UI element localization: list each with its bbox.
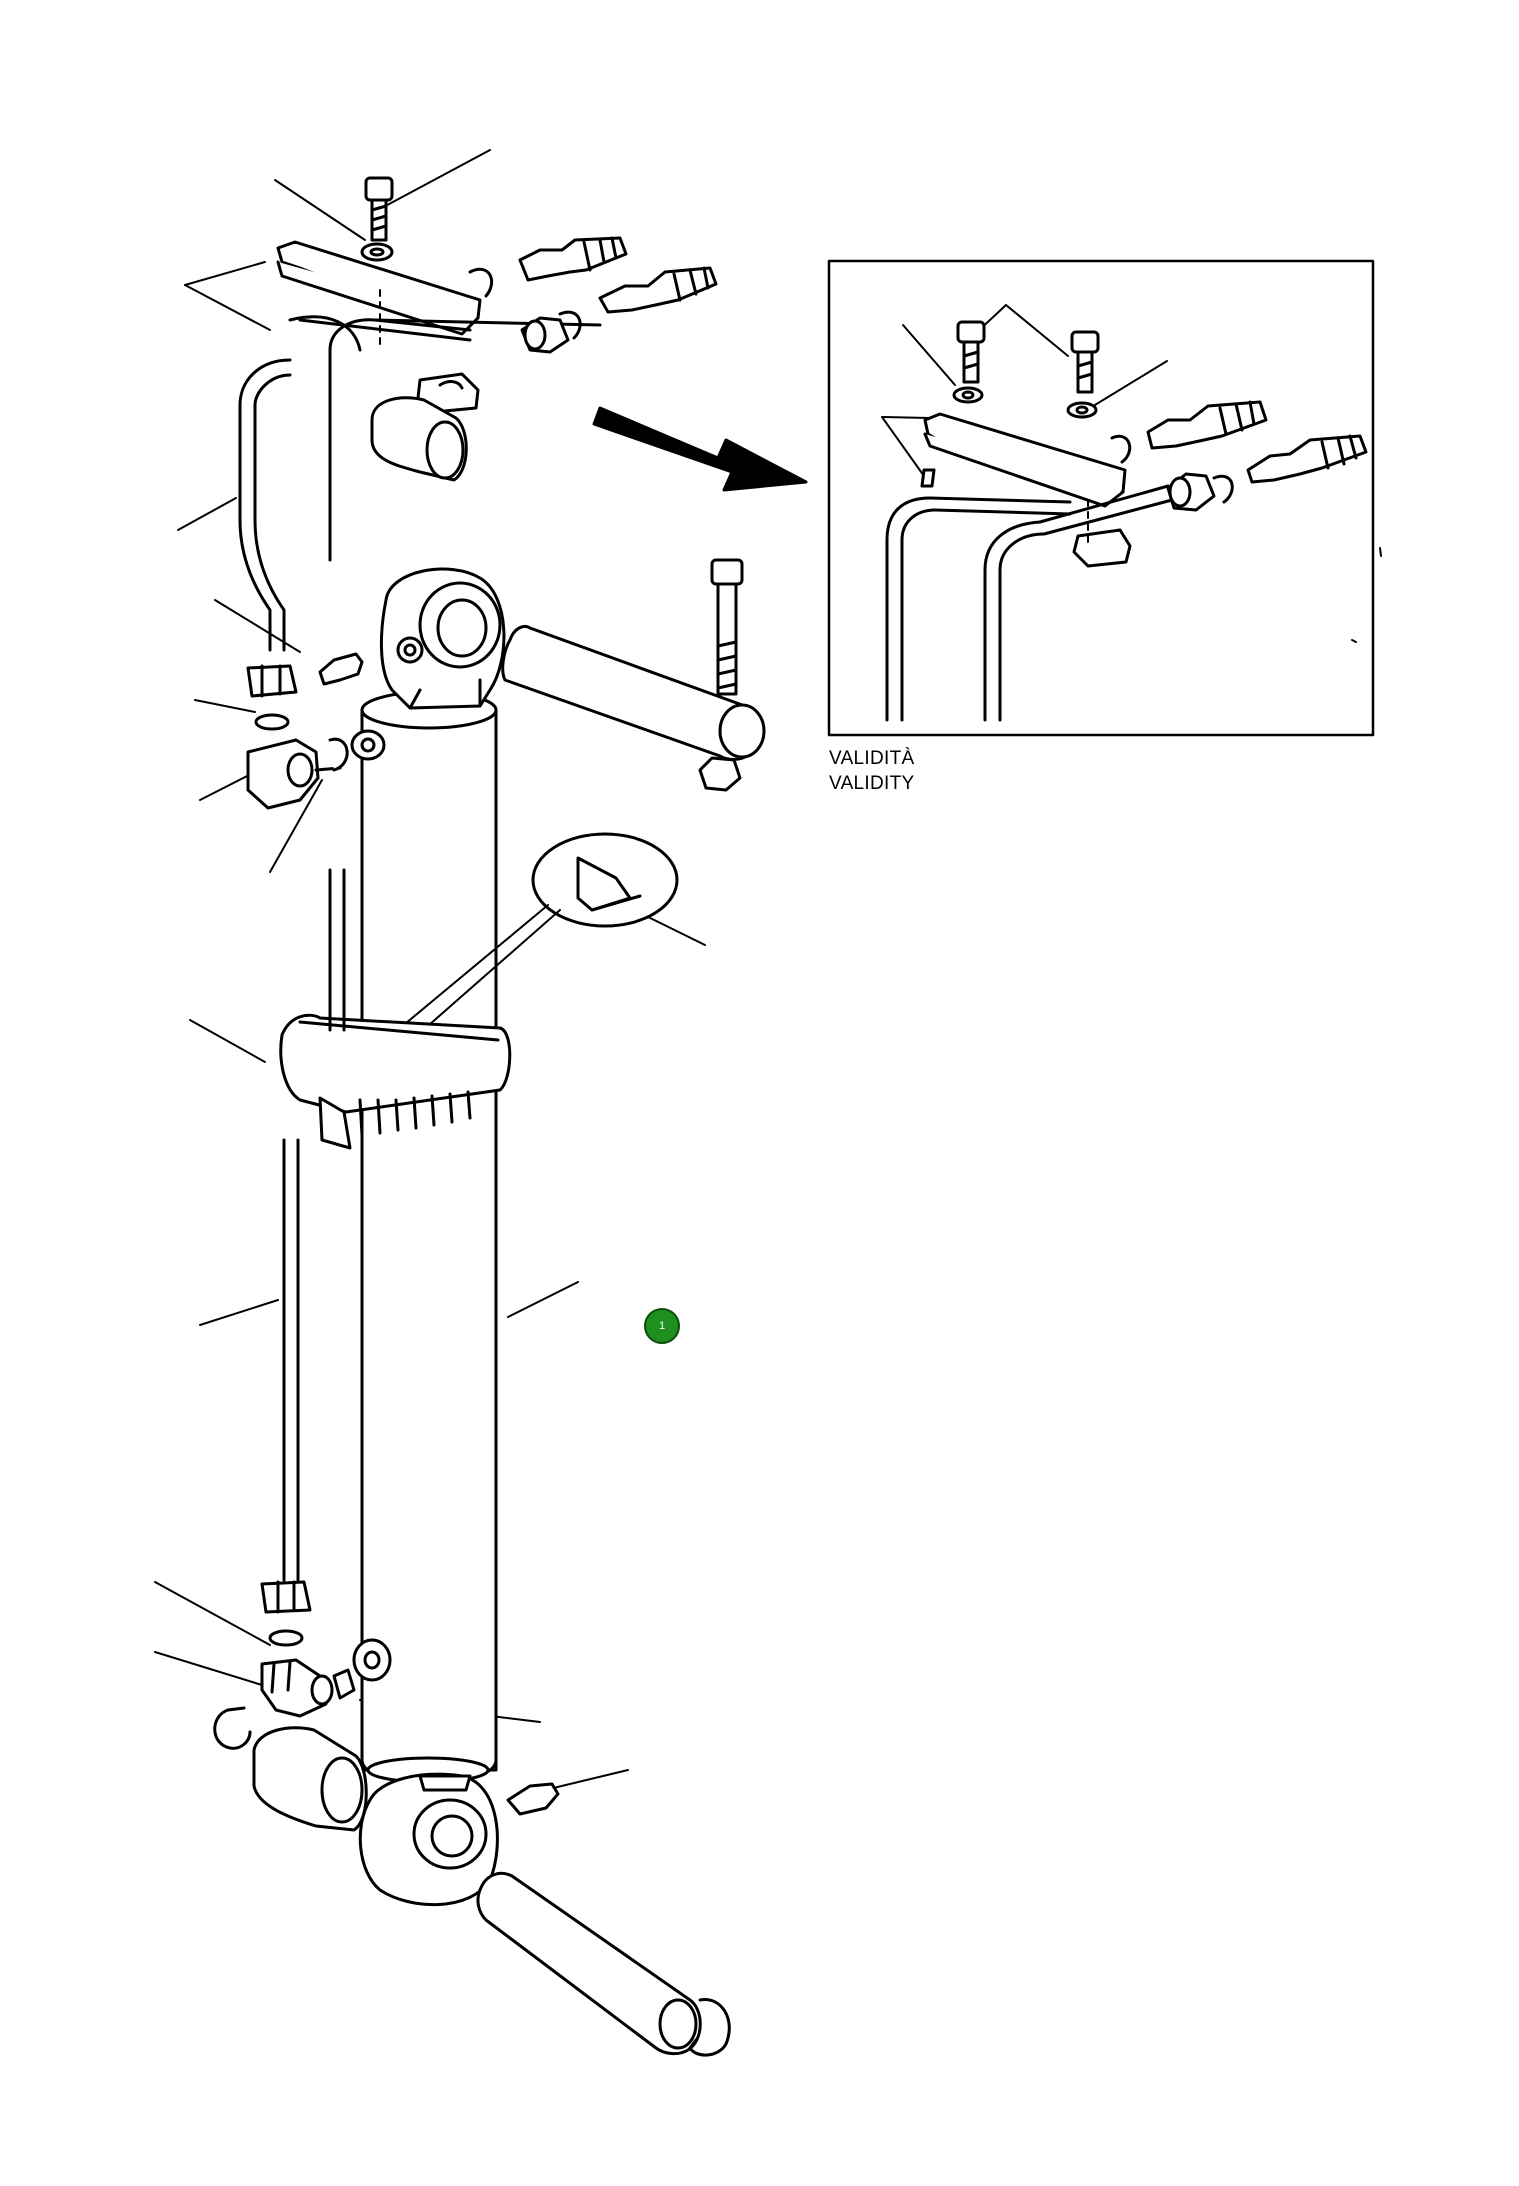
top-bolt-icon [360,176,394,262]
seal-ring-upper [328,729,386,772]
cylinder-rod-eye-bottom [358,1772,499,1906]
hydraulic-cylinder-body [360,690,498,1784]
hotspot-label: 1 [658,1320,666,1332]
part-hotspot-marker[interactable]: 1 [644,1308,680,1344]
clamp-plate [276,240,482,336]
cylinder-rod-eye-top [379,567,506,710]
upper-hose-fitting-2 [598,266,718,314]
bushing-bottom [252,1726,368,1832]
retaining-ring-right [688,1998,731,2057]
hose-clamp-band [279,1013,512,1150]
pivot-pin-bottom [476,1871,702,2056]
leader-lines [154,149,706,1791]
long-hydraulic-pipe [282,868,346,1582]
pivot-bolt-top [698,558,744,792]
upper-hose-fitting-1 [518,236,628,282]
elbow-fitting-upper [246,738,342,810]
inset-caption-line-1: VALIDITÀ [829,748,915,769]
detail-callout-icon [531,832,679,928]
grease-nipple-top [318,636,424,686]
elbow-fitting-lower [260,1658,334,1718]
inset-bolt-2-icon [1066,330,1100,419]
o-ring-icon [468,268,582,340]
bushing-icon [370,396,468,482]
inset-detail [827,259,1382,737]
inset-bolt-1-icon [952,320,986,404]
pipe-nut-upper [520,316,570,354]
pivot-pin-top [501,625,766,761]
grease-nipple-bottom [506,1782,560,1816]
pipe-nut-left-lower [260,1580,312,1647]
inset-caption-line-2: VALIDITY [829,773,915,794]
upper-hydraulic-pipes [238,315,602,652]
pipe-nut-left-upper [246,664,298,731]
direction-arrow-icon [592,406,808,492]
retaining-ring-left [213,1706,252,1750]
seal-ring-lower [332,1638,392,1700]
